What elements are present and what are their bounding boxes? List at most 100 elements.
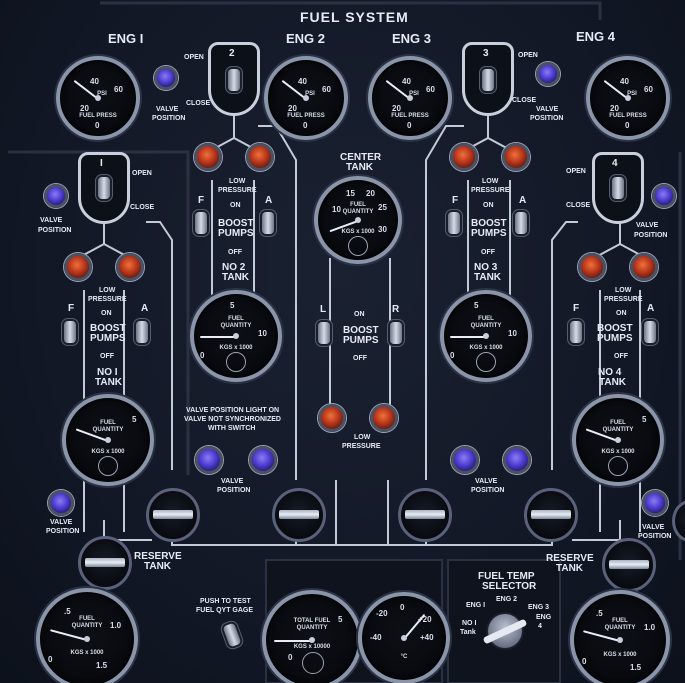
eng-1-valve-position-light[interactable]	[154, 66, 178, 90]
tank-3-boost-label-a: BOOST	[471, 218, 507, 229]
tank-2-on-label: ON	[230, 202, 241, 209]
tank-2-aft-low-pressure-light[interactable]	[246, 143, 274, 171]
tank-4-name-a: NO 4	[598, 367, 622, 378]
reserve-tank-4-valve[interactable]	[602, 538, 656, 592]
tank-3-fwd-low-pressure-light[interactable]	[450, 143, 478, 171]
center-boost-label-a: BOOST	[343, 325, 379, 336]
tank-2-aft-boost-pump-switch[interactable]	[262, 212, 274, 234]
crossfeed-3-valve-label-a: VALVE	[475, 478, 498, 485]
crossfeed-3-valve-label-b: POSITION	[471, 487, 505, 494]
test-label-1: PUSH TO TEST	[200, 598, 251, 605]
reserve-tank-1-quantity-gauge: .5 1.0 1.5 0 FUEL QUANTITY KGS x 1000	[36, 588, 138, 683]
center-right-boost-pump-switch[interactable]	[390, 322, 402, 344]
eng-4-valve-switch-guard: 4	[592, 152, 644, 224]
reserve-1-valve-position-light[interactable]	[48, 490, 74, 516]
crossfeed-valve-4[interactable]	[524, 488, 578, 542]
center-off-label: OFF	[353, 355, 367, 362]
selector-title-a: FUEL TEMP	[478, 571, 535, 582]
tank-3-a-label: A	[519, 195, 527, 206]
tank-1-fwd-low-pressure-light[interactable]	[64, 253, 92, 281]
tank-4-aft-low-pressure-light[interactable]	[630, 253, 658, 281]
crossfeed-valve-3[interactable]	[398, 488, 452, 542]
tank-1-off-label: OFF	[100, 353, 114, 360]
eng-2-valve-toggle-switch[interactable]	[228, 69, 240, 91]
eng-1-valve-toggle-switch[interactable]	[98, 177, 110, 199]
crossfeed-2-valve-position-light-b[interactable]	[249, 446, 277, 474]
center-left-low-pressure-light[interactable]	[318, 404, 346, 432]
tank-2-name-b: TANK	[222, 272, 250, 283]
eng-4-valve-toggle-switch[interactable]	[612, 177, 624, 199]
eng-4-valve-position-label-b: POSITION	[530, 115, 564, 122]
tank-2-low-label-b: PRESSURE	[218, 187, 257, 194]
center-left-boost-pump-switch[interactable]	[318, 322, 330, 344]
tank-3-f-label: F	[452, 195, 459, 206]
sync-note-line-2: VALVE NOT SYNCHRONIZED	[184, 416, 281, 423]
tank-4-low-label-a: LOW	[615, 287, 632, 294]
selector-pos-eng-1: ENG I	[466, 602, 486, 609]
tank-1-name-b: TANK	[95, 377, 123, 388]
tank-1-fwd-boost-pump-switch[interactable]	[64, 321, 76, 343]
reserve-tank-4-quantity-gauge: .5 1.0 1.5 0 FUEL QUANTITY KGS x 1000	[570, 590, 670, 683]
crossfeed-3-valve-position-light-b[interactable]	[503, 446, 531, 474]
center-low-label-b: PRESSURE	[342, 443, 381, 450]
tank-4-valve-position-label-b: POSITION	[634, 232, 668, 239]
crossfeed-valve-1[interactable]	[146, 488, 200, 542]
reserve-tank-1-label-a: RESERVE	[134, 551, 182, 562]
reserve-4-valve-position-light[interactable]	[642, 490, 668, 516]
crossfeed-3-valve-position-light-a[interactable]	[451, 446, 479, 474]
fuel-temperature-gauge: -20 0 +20 +40 -40 °C	[358, 592, 450, 683]
center-low-label-a: LOW	[354, 434, 371, 441]
tank-4-aft-boost-pump-switch[interactable]	[644, 321, 656, 343]
crossfeed-2-valve-label-a: VALVE	[221, 478, 244, 485]
tank-4-fwd-low-pressure-light[interactable]	[578, 253, 606, 281]
tank-4-on-label: ON	[616, 310, 627, 317]
tank-2-quantity-needle	[200, 336, 236, 338]
crossfeed-valve-2[interactable]	[272, 488, 326, 542]
tank-1-valve-position-light[interactable]	[44, 184, 68, 208]
tank-4-valve-position-light[interactable]	[652, 184, 676, 208]
eng-3-close-label: CLOSE	[512, 97, 537, 104]
tank-3-aft-boost-pump-switch[interactable]	[515, 212, 527, 234]
tank-4-valve-position-label-a: VALVE	[636, 222, 659, 229]
crossfeed-2-valve-position-light-a[interactable]	[195, 446, 223, 474]
reserve-tank-1-valve[interactable]	[78, 536, 132, 590]
center-tank-label-a: CENTER	[340, 152, 382, 163]
tank-4-boost-label-b: PUMPS	[597, 333, 633, 344]
reserve-tank-4-label-a: RESERVE	[546, 553, 594, 564]
tank-2-a-label: A	[265, 195, 273, 206]
fuel-temp-selector-knob[interactable]	[482, 614, 528, 648]
reserve-tank-1-label-b: TANK	[144, 561, 172, 572]
tank-1-aft-low-pressure-light[interactable]	[116, 253, 144, 281]
center-tank-quantity-gauge: 10 15 20 25 30 FUEL QUANTITY KGS x 1000	[314, 176, 402, 264]
center-right-low-pressure-light[interactable]	[370, 404, 398, 432]
eng-4-open-label: OPEN	[566, 168, 586, 175]
selector-pos-eng-4b: 4	[538, 623, 542, 630]
tank-3-fwd-boost-pump-switch[interactable]	[448, 212, 460, 234]
tank-3-name-a: NO 3	[474, 262, 498, 273]
eng-1-valve-position-label-b: POSITION	[152, 115, 186, 122]
tank-3-boost-label-b: PUMPS	[471, 228, 507, 239]
tank-4-quantity-gauge: 5 FUEL QUANTITY KGS x 1000	[572, 394, 664, 486]
eng-4-close-label: CLOSE	[566, 202, 591, 209]
eng-4-valve-position-label-a: VALVE	[536, 106, 559, 113]
tank-3-aft-low-pressure-light[interactable]	[502, 143, 530, 171]
tank-2-low-label-a: LOW	[229, 178, 246, 185]
tank-4-low-label-b: PRESSURE	[604, 296, 643, 303]
tank-1-boost-label-b: PUMPS	[90, 333, 126, 344]
tank-2-fwd-boost-pump-switch[interactable]	[195, 212, 207, 234]
tank-2-quantity-gauge: 5 10 0 FUEL QUANTITY KGS x 1000	[190, 290, 282, 382]
tank-1-boost-label-a: BOOST	[90, 323, 126, 334]
eng-2-valve-switch-guard: 2	[208, 42, 260, 116]
eng-3-valve-toggle-switch[interactable]	[482, 69, 494, 91]
tank-4-off-label: OFF	[614, 353, 628, 360]
tank-4-fwd-boost-pump-switch[interactable]	[570, 321, 582, 343]
eng-4-valve-position-light[interactable]	[536, 62, 560, 86]
tank-2-name-a: NO 2	[222, 262, 246, 273]
tank-2-fwd-low-pressure-light[interactable]	[194, 143, 222, 171]
tank-2-f-label: F	[198, 195, 205, 206]
tank-1-on-label: ON	[101, 310, 112, 317]
tank-1-aft-boost-pump-switch[interactable]	[136, 321, 148, 343]
reserve-4-valve-label-a: VALVE	[642, 524, 665, 531]
tank-4-f-label: F	[573, 303, 580, 314]
eng-1-fuel-press-gauge: 20 40 60 0 PSI FUEL PRESS	[56, 56, 140, 140]
